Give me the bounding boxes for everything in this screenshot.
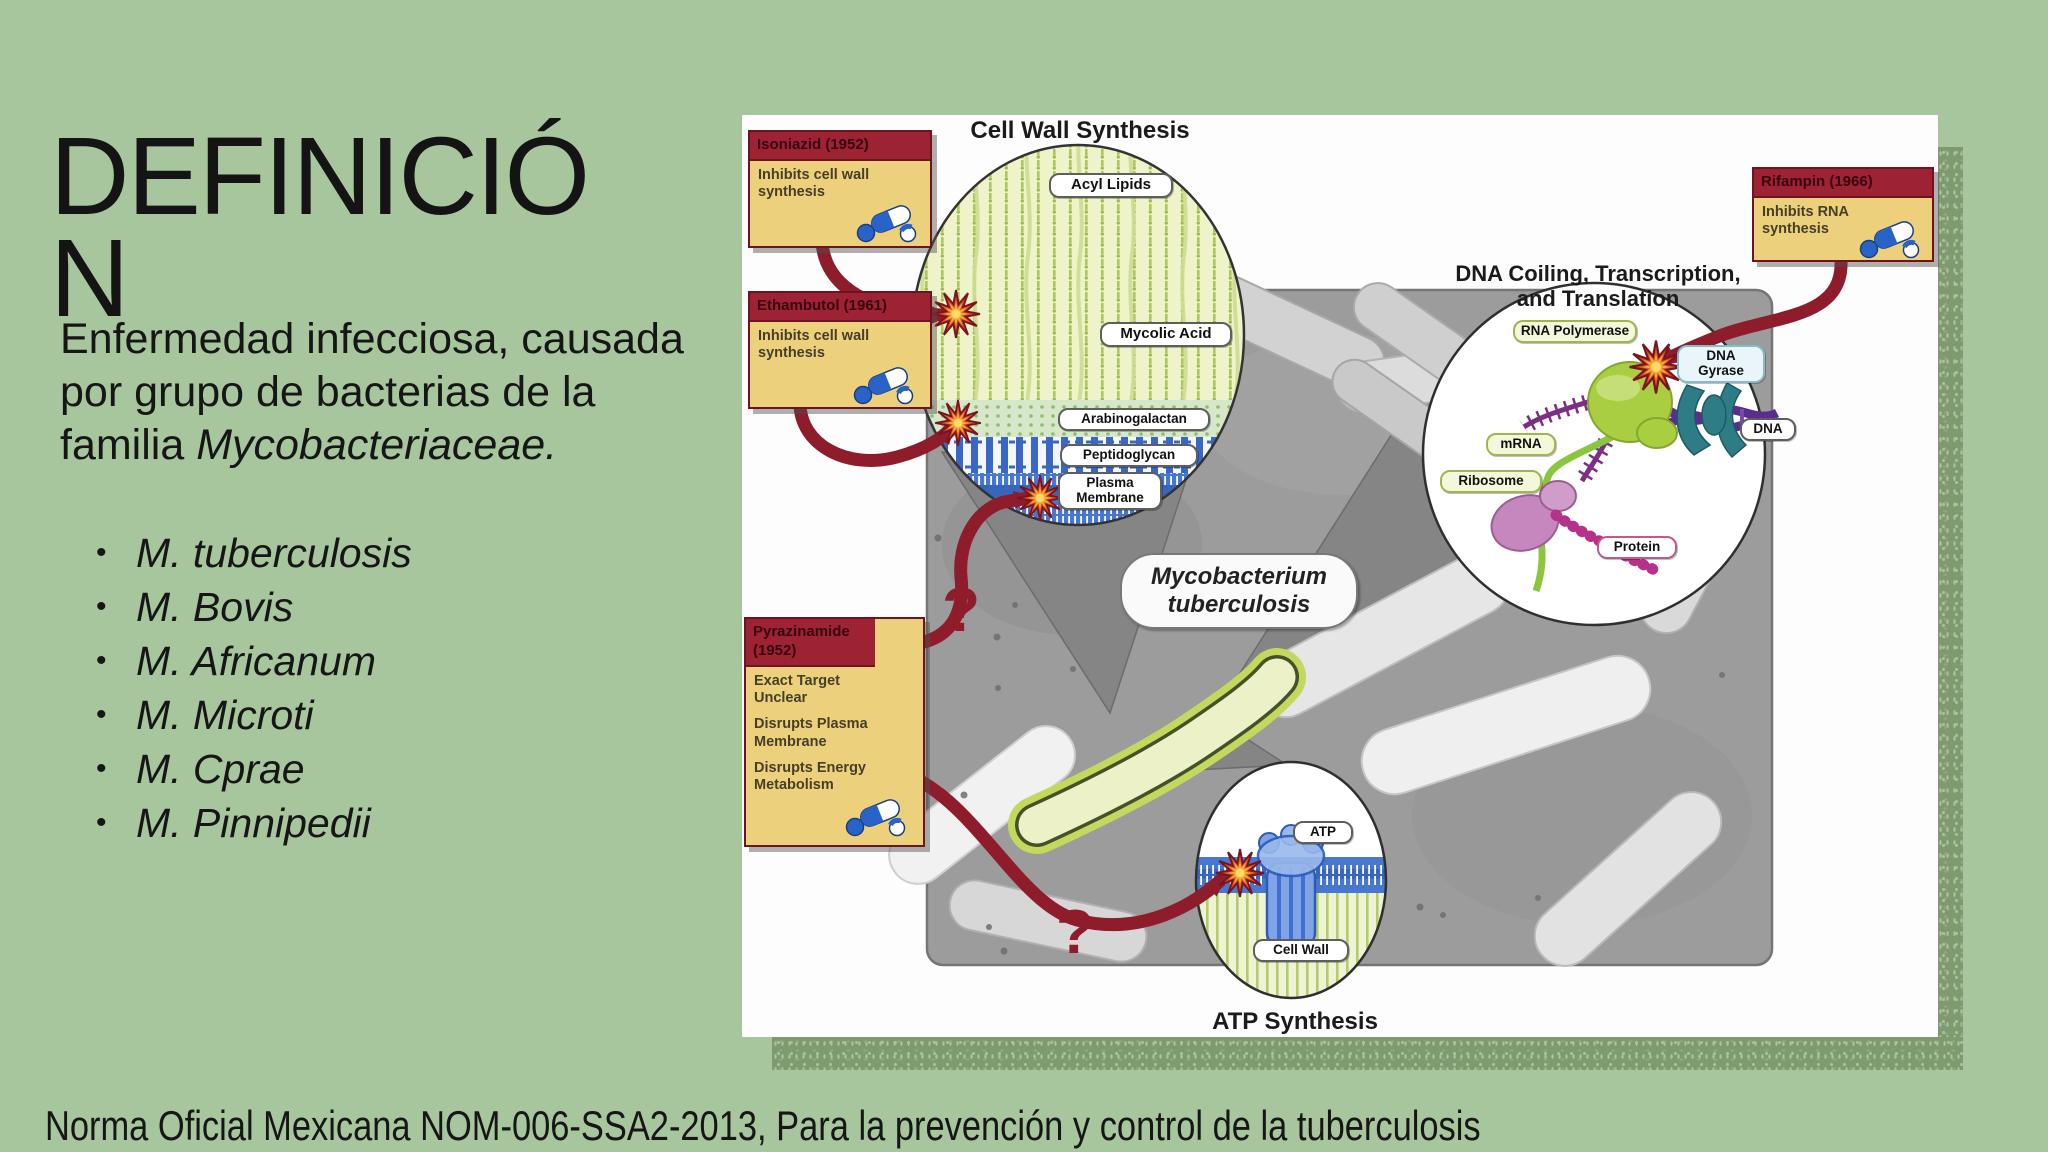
question-marks: ? ? xyxy=(942,576,1094,967)
drug-box-title: Ethambutol (1961) xyxy=(750,293,930,322)
label-atp: ATP xyxy=(1293,821,1353,844)
list-item-label: M. Bovis xyxy=(136,584,294,630)
bullet-icon: • xyxy=(96,590,107,623)
label-peptidoglycan: Peptidoglycan xyxy=(1060,444,1198,467)
drug-effect: Inhibits RNA synthesis xyxy=(1762,203,1849,238)
organism-line-1: Mycobacterium xyxy=(1150,563,1328,591)
drug-box-rifampin: Rifampin (1966) Inhibits RNA synthesis xyxy=(1752,167,1934,262)
list-item-label: M. Microti xyxy=(136,692,314,738)
texture-band-right xyxy=(1937,147,1963,1070)
family-name-italic: Mycobacteriaceae. xyxy=(196,421,558,469)
list-item: • M. Africanum xyxy=(96,634,412,688)
organism-line-2: tuberculosis xyxy=(1167,591,1311,618)
heading-dna: DNA Coiling, Transcription, and Translat… xyxy=(1455,261,1741,311)
paragraph-line: por grupo de bacterias de la xyxy=(60,368,596,416)
label-ribosome: Ribosome xyxy=(1440,470,1542,493)
drug-box-ethambutol: Ethambutol (1961) Inhibits cell wall syn… xyxy=(748,291,932,409)
organism-label-bubble: Mycobacterium tuberculosis xyxy=(1120,553,1358,629)
title-line-1: DEFINICIÓ xyxy=(50,115,590,238)
list-item-label: M. Pinnipedii xyxy=(136,800,371,846)
drug-box-pyrazinamide: Pyrazinamide (1952) Exact Target Unclear… xyxy=(744,617,925,847)
label-mrna: mRNA xyxy=(1486,433,1556,456)
drug-effect: Disrupts Plasma Membrane xyxy=(754,716,868,750)
drug-box-title: Rifampin (1966) xyxy=(1754,169,1932,198)
list-item: • M. Microti xyxy=(96,688,412,742)
label-plasma-membrane: Plasma Membrane xyxy=(1058,472,1162,510)
title-line-2: N xyxy=(50,217,129,340)
definition-paragraph: Enfermedad infecciosa, causada por grupo… xyxy=(60,313,684,472)
page-title: DEFINICIÓ N xyxy=(50,115,590,340)
texture-band-bottom xyxy=(772,1037,1963,1070)
drug-box-title: Isoniazid (1952) xyxy=(750,132,930,161)
list-item-label: M. Cprae xyxy=(136,746,305,792)
question-mark-2: ? xyxy=(1056,898,1094,967)
label-cell-wall: Cell Wall xyxy=(1253,939,1349,962)
diagram-artwork: ? ? xyxy=(793,143,1848,1000)
label-acyl-lipids: Acyl Lipids xyxy=(1049,173,1173,198)
list-item-label: M. tuberculosis xyxy=(136,530,412,576)
sem-dots xyxy=(934,534,1725,955)
list-item-label: M. Africanum xyxy=(136,638,376,684)
label-mycolic-acid: Mycolic Acid xyxy=(1100,322,1232,347)
drug-effect: Disrupts Energy Metabolism xyxy=(754,760,866,794)
ribosome-shape xyxy=(1490,480,1577,552)
drug-effect: Inhibits cell wall synthesis xyxy=(758,166,870,201)
list-item: • M. Cprae xyxy=(96,742,412,796)
heading-cell-wall: Cell Wall Synthesis xyxy=(970,117,1190,144)
dna-gyrase-shape xyxy=(1676,381,1748,459)
drug-effect: Inhibits cell wall synthesis xyxy=(758,327,870,362)
bullet-icon: • xyxy=(96,536,107,569)
bullet-icon: • xyxy=(96,698,107,731)
bullet-icon: • xyxy=(96,806,107,839)
label-protein: Protein xyxy=(1597,536,1677,559)
paragraph-line: familia Mycobacteriaceae. xyxy=(60,419,684,472)
rna-polymerase-shape xyxy=(1587,361,1678,449)
tb-drug-diagram: ? ? Cell Wall Synthesis DNA Coiling, Tra… xyxy=(742,115,1938,1037)
label-dna: DNA xyxy=(1740,418,1796,441)
heading-atp: ATP Synthesis xyxy=(1212,1008,1378,1035)
drug-box-title: Pyrazinamide (1952) xyxy=(746,619,875,667)
label-dna-gyrase: DNA Gyrase xyxy=(1677,345,1765,383)
drug-effect: Exact Target Unclear xyxy=(754,672,840,706)
citation-footer: Norma Oficial Mexicana NOM-006-SSA2-2013… xyxy=(45,1102,1481,1149)
list-item: • M. Pinnipedii xyxy=(96,796,412,850)
label-rna-polymerase: RNA Polymerase xyxy=(1513,320,1637,343)
label-arabinogalactan: Arabinogalactan xyxy=(1058,408,1210,431)
drug-box-isoniazid: Isoniazid (1952) Inhibits cell wall synt… xyxy=(748,130,932,248)
species-list: • M. tuberculosis • M. Bovis • M. Africanum… xyxy=(96,526,412,850)
list-item: • M. tuberculosis xyxy=(96,526,412,580)
list-item: • M. Bovis xyxy=(96,580,412,634)
paragraph-line: Enfermedad infecciosa, causada xyxy=(60,315,684,363)
question-mark-1: ? xyxy=(942,576,980,645)
bullet-icon: • xyxy=(96,644,107,677)
highlighted-bacterium xyxy=(1008,648,1306,854)
bullet-icon: • xyxy=(96,752,107,785)
paragraph-regular: familia xyxy=(60,421,197,469)
